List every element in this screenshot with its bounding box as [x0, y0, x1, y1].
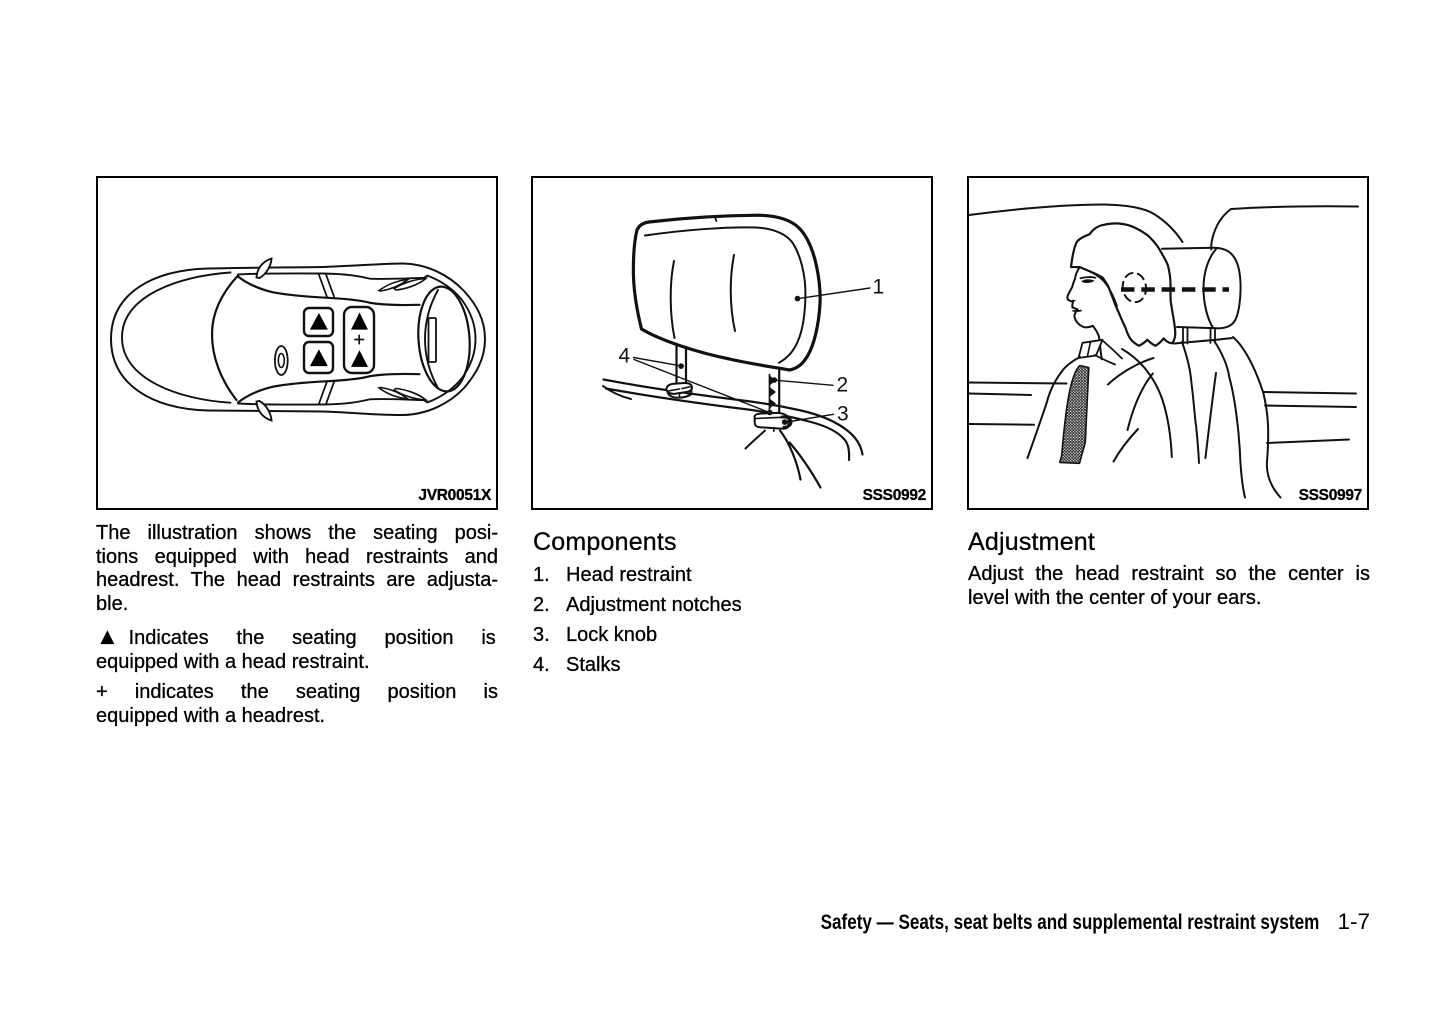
svg-text:3: 3: [837, 403, 849, 426]
svg-text:2: 2: [837, 374, 849, 397]
svg-text:1: 1: [873, 276, 885, 299]
svg-text:4: 4: [619, 345, 631, 368]
